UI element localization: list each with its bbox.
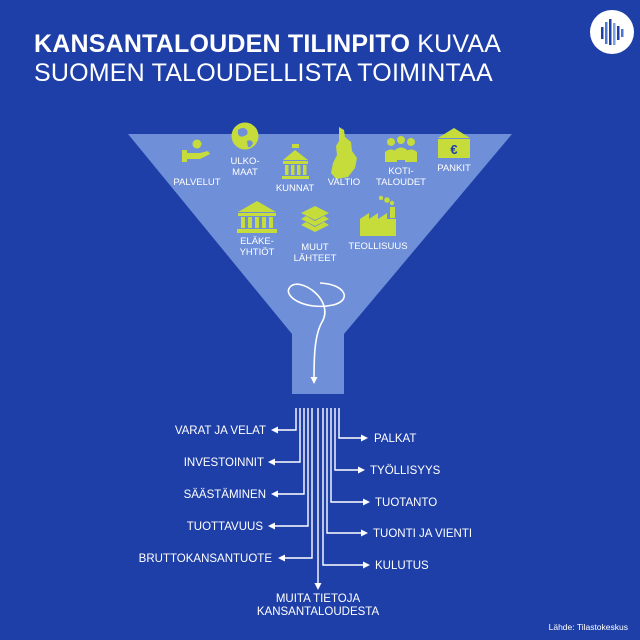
label-valtio: VALTIO: [328, 177, 360, 188]
output-tuonti-ja-vienti: TUONTI JA VIENTI: [373, 528, 472, 540]
label-pankit: PANKIT: [437, 163, 471, 174]
layers-icon: [301, 206, 329, 232]
swirl-arrow: [287, 282, 346, 384]
arrow-saastaminen: [271, 408, 305, 498]
logo-bars-icon: [601, 19, 624, 45]
output-tuottavuus: TUOTTAVUUS: [187, 521, 264, 533]
output-investoinnit: INVESTOINNIT: [184, 457, 264, 469]
label-elakeyhtiot: ELÄKE-YHTIÖT: [240, 236, 275, 258]
globe-icon: [231, 122, 259, 150]
label-palvelut: PALVELUT: [173, 177, 220, 188]
arrow-palkat: [338, 408, 368, 442]
arrow-tuonti-ja-vienti: [326, 408, 368, 537]
arrow-tuotanto: [330, 408, 370, 506]
source-note: Lähde: Tilastokeskus: [548, 622, 628, 632]
funnel-shape: [128, 134, 512, 394]
output-varat-ja-velat: VARAT JA VELAT: [175, 425, 266, 437]
finland-map-icon: [331, 127, 357, 179]
label-teollisuus: TEOLLISUUS: [348, 241, 407, 252]
output-saastaminen: SÄÄSTÄMINEN: [184, 489, 266, 501]
arrow-tyollisyys: [334, 408, 365, 474]
title-light-1: KUVAA: [417, 30, 502, 58]
output-palkat: PALKAT: [374, 433, 416, 445]
label-ulkomaat: ULKO-MAAT: [230, 156, 259, 178]
town-hall-icon: [282, 144, 309, 179]
output-tyollisyys: TYÖLLISYYS: [370, 465, 441, 477]
label-kotitaloudet: KOTI-TALOUDET: [376, 166, 426, 188]
arrow-bruttokansantuote: [278, 408, 313, 562]
svg-text:€: €: [450, 142, 457, 157]
factory-icon: [360, 195, 396, 236]
arrow-kulutus: [322, 408, 370, 569]
output-tuotanto: TUOTANTO: [375, 497, 437, 509]
page-title: KANSANTALOUDEN TILINPITO KUVAA SUOMEN TA…: [34, 30, 501, 88]
hand-service-icon: [182, 139, 210, 162]
label-kunnat: KUNNAT: [276, 183, 315, 194]
output-bruttokansantuote: BRUTTOKANSANTUOTE: [139, 553, 273, 565]
title-light-2: SUOMEN TALOUDELLISTA TOIMINTAA: [34, 59, 493, 87]
pension-building-icon: [237, 201, 277, 233]
arrow-tuottavuus: [268, 408, 309, 530]
bank-euro-icon: €: [438, 128, 470, 158]
title-bold: KANSANTALOUDEN TILINPITO: [34, 30, 411, 58]
households-icon: [385, 136, 417, 162]
arrow-varat-ja-velat: [271, 408, 297, 434]
arrow-investoinnit: [268, 408, 301, 466]
statistics-finland-logo: [590, 10, 634, 54]
output-kulutus: KULUTUS: [375, 560, 429, 572]
